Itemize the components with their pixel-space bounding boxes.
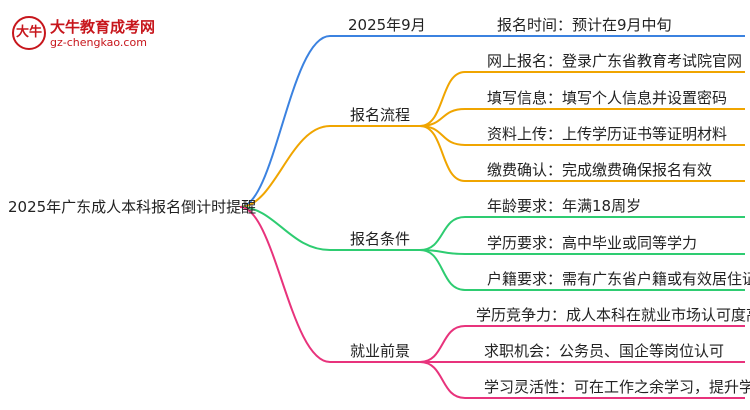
leaf-competitiveness: 学历竞争力：成人本科在就业市场认可度高 (476, 306, 750, 324)
logo-mark: 大牛 (12, 16, 46, 50)
logo-name: 大牛教育成考网 (50, 18, 156, 36)
mindmap-root: 2025年广东成人本科报名倒计时提醒 (8, 198, 257, 216)
connector-b4-c3 (419, 361, 745, 399)
branch-label-conditions: 报名条件 (350, 230, 411, 248)
leaf-education-requirement: 学历要求：高中毕业或同等学力 (487, 234, 698, 252)
leaf-payment-confirm: 缴费确认：完成缴费确保报名有效 (487, 161, 713, 179)
connector-b3-c3 (419, 249, 745, 291)
branch-label-prospects: 就业前景 (350, 342, 411, 360)
leaf-learning-flexibility: 学习灵活性：可在工作之余学习，提升学历 (484, 378, 750, 396)
connector-b3-c1 (419, 216, 745, 251)
connector-root-branch-2 (239, 125, 420, 208)
connector-root-branch-1 (239, 35, 420, 208)
connector-b2-c1 (419, 71, 745, 127)
connector-root-branch-4 (239, 206, 420, 363)
connector-b2-c4 (419, 125, 745, 182)
leaf-residence-requirement: 户籍要求：需有广东省户籍或有效居住证 (487, 270, 750, 288)
site-logo: 大牛 大牛教育成考网 gz-chengkao.com (12, 14, 172, 54)
leaf-job-opportunities: 求职机会：公务员、国企等岗位认可 (484, 342, 725, 360)
connector-root-branch-3 (239, 206, 420, 251)
leaf-registration-time: 报名时间：预计在9月中旬 (497, 16, 672, 34)
leaf-online-registration: 网上报名：登录广东省教育考试院官网 (487, 52, 743, 70)
connector-b2-c3 (419, 125, 745, 146)
leaf-fill-info: 填写信息：填写个人信息并设置密码 (487, 89, 728, 107)
branch-label-process: 报名流程 (350, 106, 411, 124)
connector-b2-c2 (419, 108, 745, 127)
branch-label-date: 2025年9月 (348, 16, 426, 34)
leaf-upload-materials: 资料上传：上传学历证书等证明材料 (487, 125, 728, 143)
leaf-age-requirement: 年龄要求：年满18周岁 (487, 197, 642, 215)
connector-b4-c1 (419, 325, 745, 363)
logo-url: gz-chengkao.com (50, 36, 147, 49)
